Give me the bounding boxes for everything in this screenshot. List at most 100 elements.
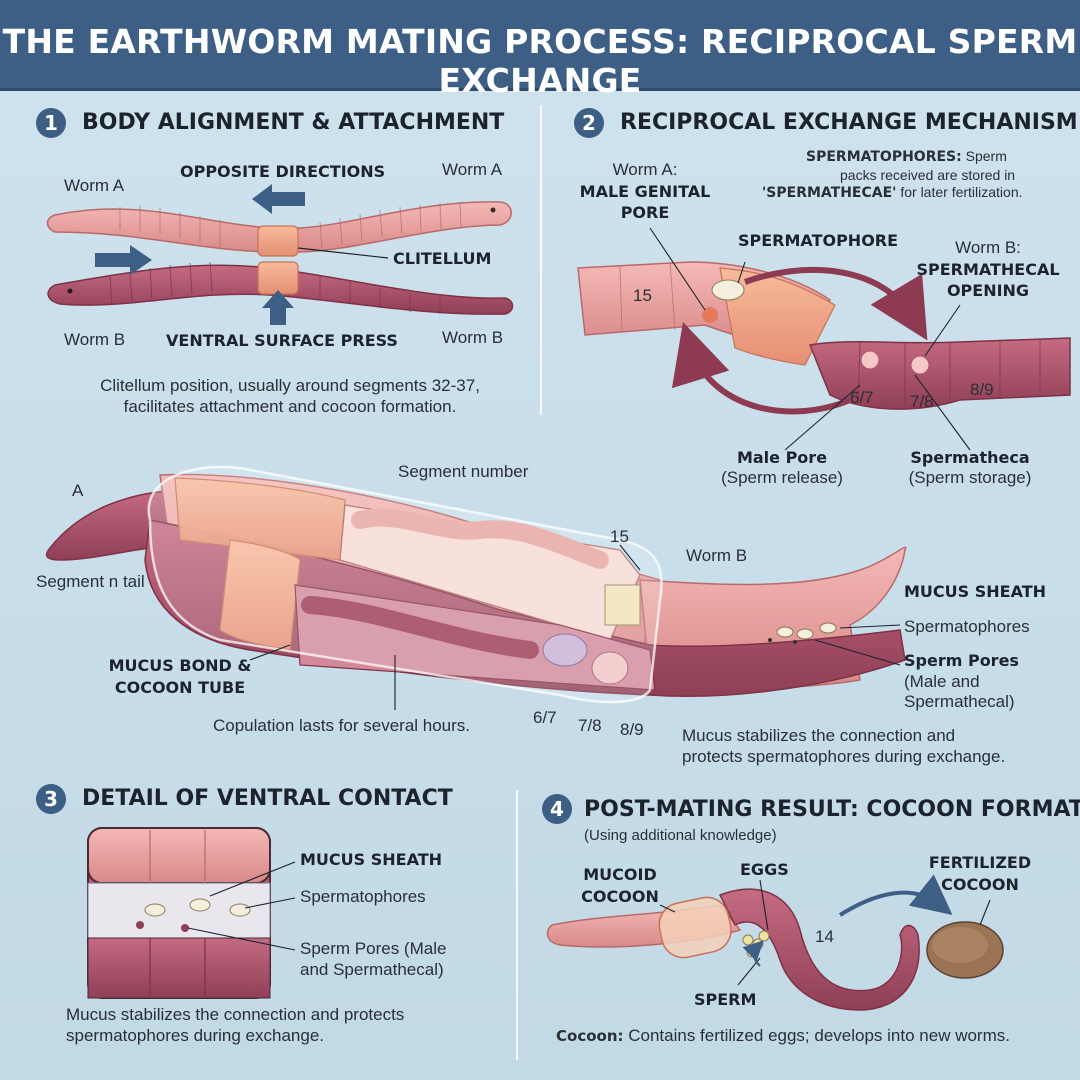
section1-worms — [46, 184, 514, 325]
label-sperm-pores-mid-sub1: (Male and — [904, 672, 980, 691]
clitellum-a-s1 — [257, 225, 299, 257]
page-title: THE EARTHWORM MATING PROCESS: RECIPROCAL… — [2, 22, 1078, 100]
label-copulation: Copulation lasts for several hours. — [213, 716, 471, 735]
arrow-right-icon — [95, 245, 152, 275]
mucoid-cocoon-shape — [658, 896, 732, 959]
spermatophores-note-t1: Sperm — [961, 148, 1007, 164]
label-sperm-pores-s3-2: and Spermathecal) — [300, 960, 444, 979]
label-mucoid-cocoon-2: COCOON — [581, 887, 659, 906]
title-banner: THE EARTHWORM MATING PROCESS: RECIPROCAL… — [0, 0, 1080, 100]
section4-caption: Cocoon: Contains fertilized eggs; develo… — [556, 1026, 1010, 1046]
section4-title: POST-MATING RESULT: COCOON FORMATION — [584, 797, 1080, 822]
clitellum-large-b — [219, 539, 301, 651]
label-mucus-bond-2: COCOON TUBE — [114, 678, 246, 697]
male-pore-s2 — [702, 307, 718, 323]
section1-title: BODY ALIGNMENT & ATTACHMENT — [82, 110, 505, 135]
label-seg15-mid: 15 — [610, 527, 629, 546]
middle-cross-section — [45, 465, 907, 710]
section3-number: 3 — [36, 784, 66, 814]
label-fertilized-cocoon-2: COCOON — [941, 875, 1019, 894]
section4-number: 4 — [542, 794, 572, 824]
label-male-pore-sub: (Sperm release) — [721, 468, 843, 487]
section1-number: 1 — [36, 108, 66, 138]
label-opposite-directions: OPPOSITE DIRECTIONS — [180, 162, 386, 181]
label-seg67-mid: 6/7 — [533, 708, 557, 727]
label-spermathecal-1: SPERMATHECAL — [916, 260, 1060, 279]
label-segment-number: Segment number — [398, 462, 529, 481]
label-male-pore: Male Pore — [736, 448, 828, 467]
label-worm-b-right: Worm B — [442, 328, 504, 347]
section4-caption-bold: Cocoon: — [556, 1027, 624, 1045]
label-spermatheca-sub: (Sperm storage) — [908, 468, 1032, 487]
eggs-cluster — [742, 930, 770, 958]
label-a-mid: A — [72, 481, 84, 500]
label-seg78-mid: 7/8 — [578, 716, 602, 735]
divider-vertical-bottom — [516, 790, 518, 1060]
section2-number: 2 — [574, 108, 604, 138]
label-spermatheca: Spermatheca — [910, 448, 1030, 467]
label-sperm: SPERM — [694, 990, 757, 1009]
label-worm-a-right: Worm A — [442, 160, 503, 179]
section3-caption-line1: Mucus stabilizes the connection and prot… — [66, 1005, 405, 1024]
spermatophores-note-t2: packs received are stored in — [840, 166, 1016, 183]
label-eggs: EGGS — [740, 860, 789, 879]
label-seg89-mid: 8/9 — [620, 720, 644, 739]
label-spermatophores-s3: Spermatophores — [300, 887, 426, 906]
intestine-b — [301, 596, 539, 659]
clitellum-b-s1 — [257, 261, 299, 295]
label-segment-n-tail: Segment n tail — [36, 572, 145, 591]
section4-subtitle: (Using additional knowledge) — [584, 827, 777, 844]
section3-detail — [87, 827, 296, 999]
label-spermatophores-mid: Spermatophores — [904, 617, 1030, 636]
arrow-left-icon — [252, 184, 305, 214]
middle-caption-line1: Mucus stabilizes the connection and — [682, 726, 956, 745]
label-spermatophore-s2: SPERMATOPHORE — [738, 231, 899, 250]
label-seg78-s2: 7/8 — [910, 392, 934, 411]
label-seg15-s2: 15 — [633, 286, 652, 305]
reproductive-organ-b — [542, 633, 588, 667]
label-seg14: 14 — [815, 927, 834, 946]
label-male-genital-1: MALE GENITAL — [579, 182, 711, 201]
worm-s4-body — [718, 888, 920, 1011]
intestine-a — [351, 508, 609, 569]
spermatophores-note: SPERMATOPHORES: Sperm packs received are… — [762, 148, 1066, 203]
section2-title: RECIPROCAL EXCHANGE MECHANISM — [620, 110, 1078, 135]
label-mucus-bond-1: MUCUS BOND & — [108, 656, 252, 675]
spermatophores-note-t3a: 'SPERMATHECAE' — [762, 185, 897, 201]
spermatophores-cluster-mid — [768, 622, 837, 644]
label-ventral-surface-press: VENTRAL SURFACE PRESS — [166, 331, 398, 350]
spermatophores-note-t3b: for later fertilization. — [896, 184, 1023, 200]
label-clitellum: CLITELLUM — [393, 249, 492, 268]
label-worm-a-left: Worm A — [64, 176, 125, 195]
label-mucoid-cocoon-1: MUCOID — [583, 865, 657, 884]
divider-vertical-top — [540, 105, 542, 415]
section1-caption-line1: Clitellum position, usually around segme… — [100, 376, 480, 395]
label-worm-b-left: Worm B — [64, 330, 126, 349]
mucus-sheath-large — [147, 465, 663, 704]
middle-caption-line2: protects spermatophores during exchange. — [682, 747, 1006, 766]
label-spermathecal-2: OPENING — [946, 281, 1030, 300]
spermatophores-note-bold: SPERMATOPHORES: — [806, 149, 962, 165]
label-sperm-pores-mid: Sperm Pores — [904, 651, 1019, 670]
section3-title: DETAIL OF VENTRAL CONTACT — [82, 786, 453, 811]
section4-caption-text: Contains fertilized eggs; develops into … — [623, 1026, 1010, 1045]
label-seg67-s2: 6/7 — [850, 388, 874, 407]
spermatophore-s2 — [711, 279, 745, 301]
arrow-up-icon — [262, 290, 294, 325]
label-sperm-pores-s3-1: Sperm Pores (Male — [300, 939, 447, 958]
section1-caption-line2: facilitates attachment and cocoon format… — [123, 397, 457, 416]
label-worm-b-mid: Worm B — [686, 546, 748, 565]
label-male-genital-2: PORE — [620, 203, 670, 222]
clitellum-s2 — [719, 267, 836, 366]
label-mucus-sheath-s3: MUCUS SHEATH — [300, 850, 443, 869]
section2-worms — [577, 227, 1071, 451]
section4-cocoon — [546, 874, 1004, 1011]
label-worm-a-s2: Worm A: — [612, 160, 678, 179]
label-mucus-sheath-mid: MUCUS SHEATH — [904, 582, 1047, 601]
section3-caption-line2: spermatophores during exchange. — [66, 1026, 324, 1045]
label-sperm-pores-mid-sub2: Spermathecal) — [904, 692, 1015, 711]
label-fertilized-cocoon-1: FERTILIZED — [928, 853, 1032, 872]
spermatophores-detail — [136, 898, 251, 932]
